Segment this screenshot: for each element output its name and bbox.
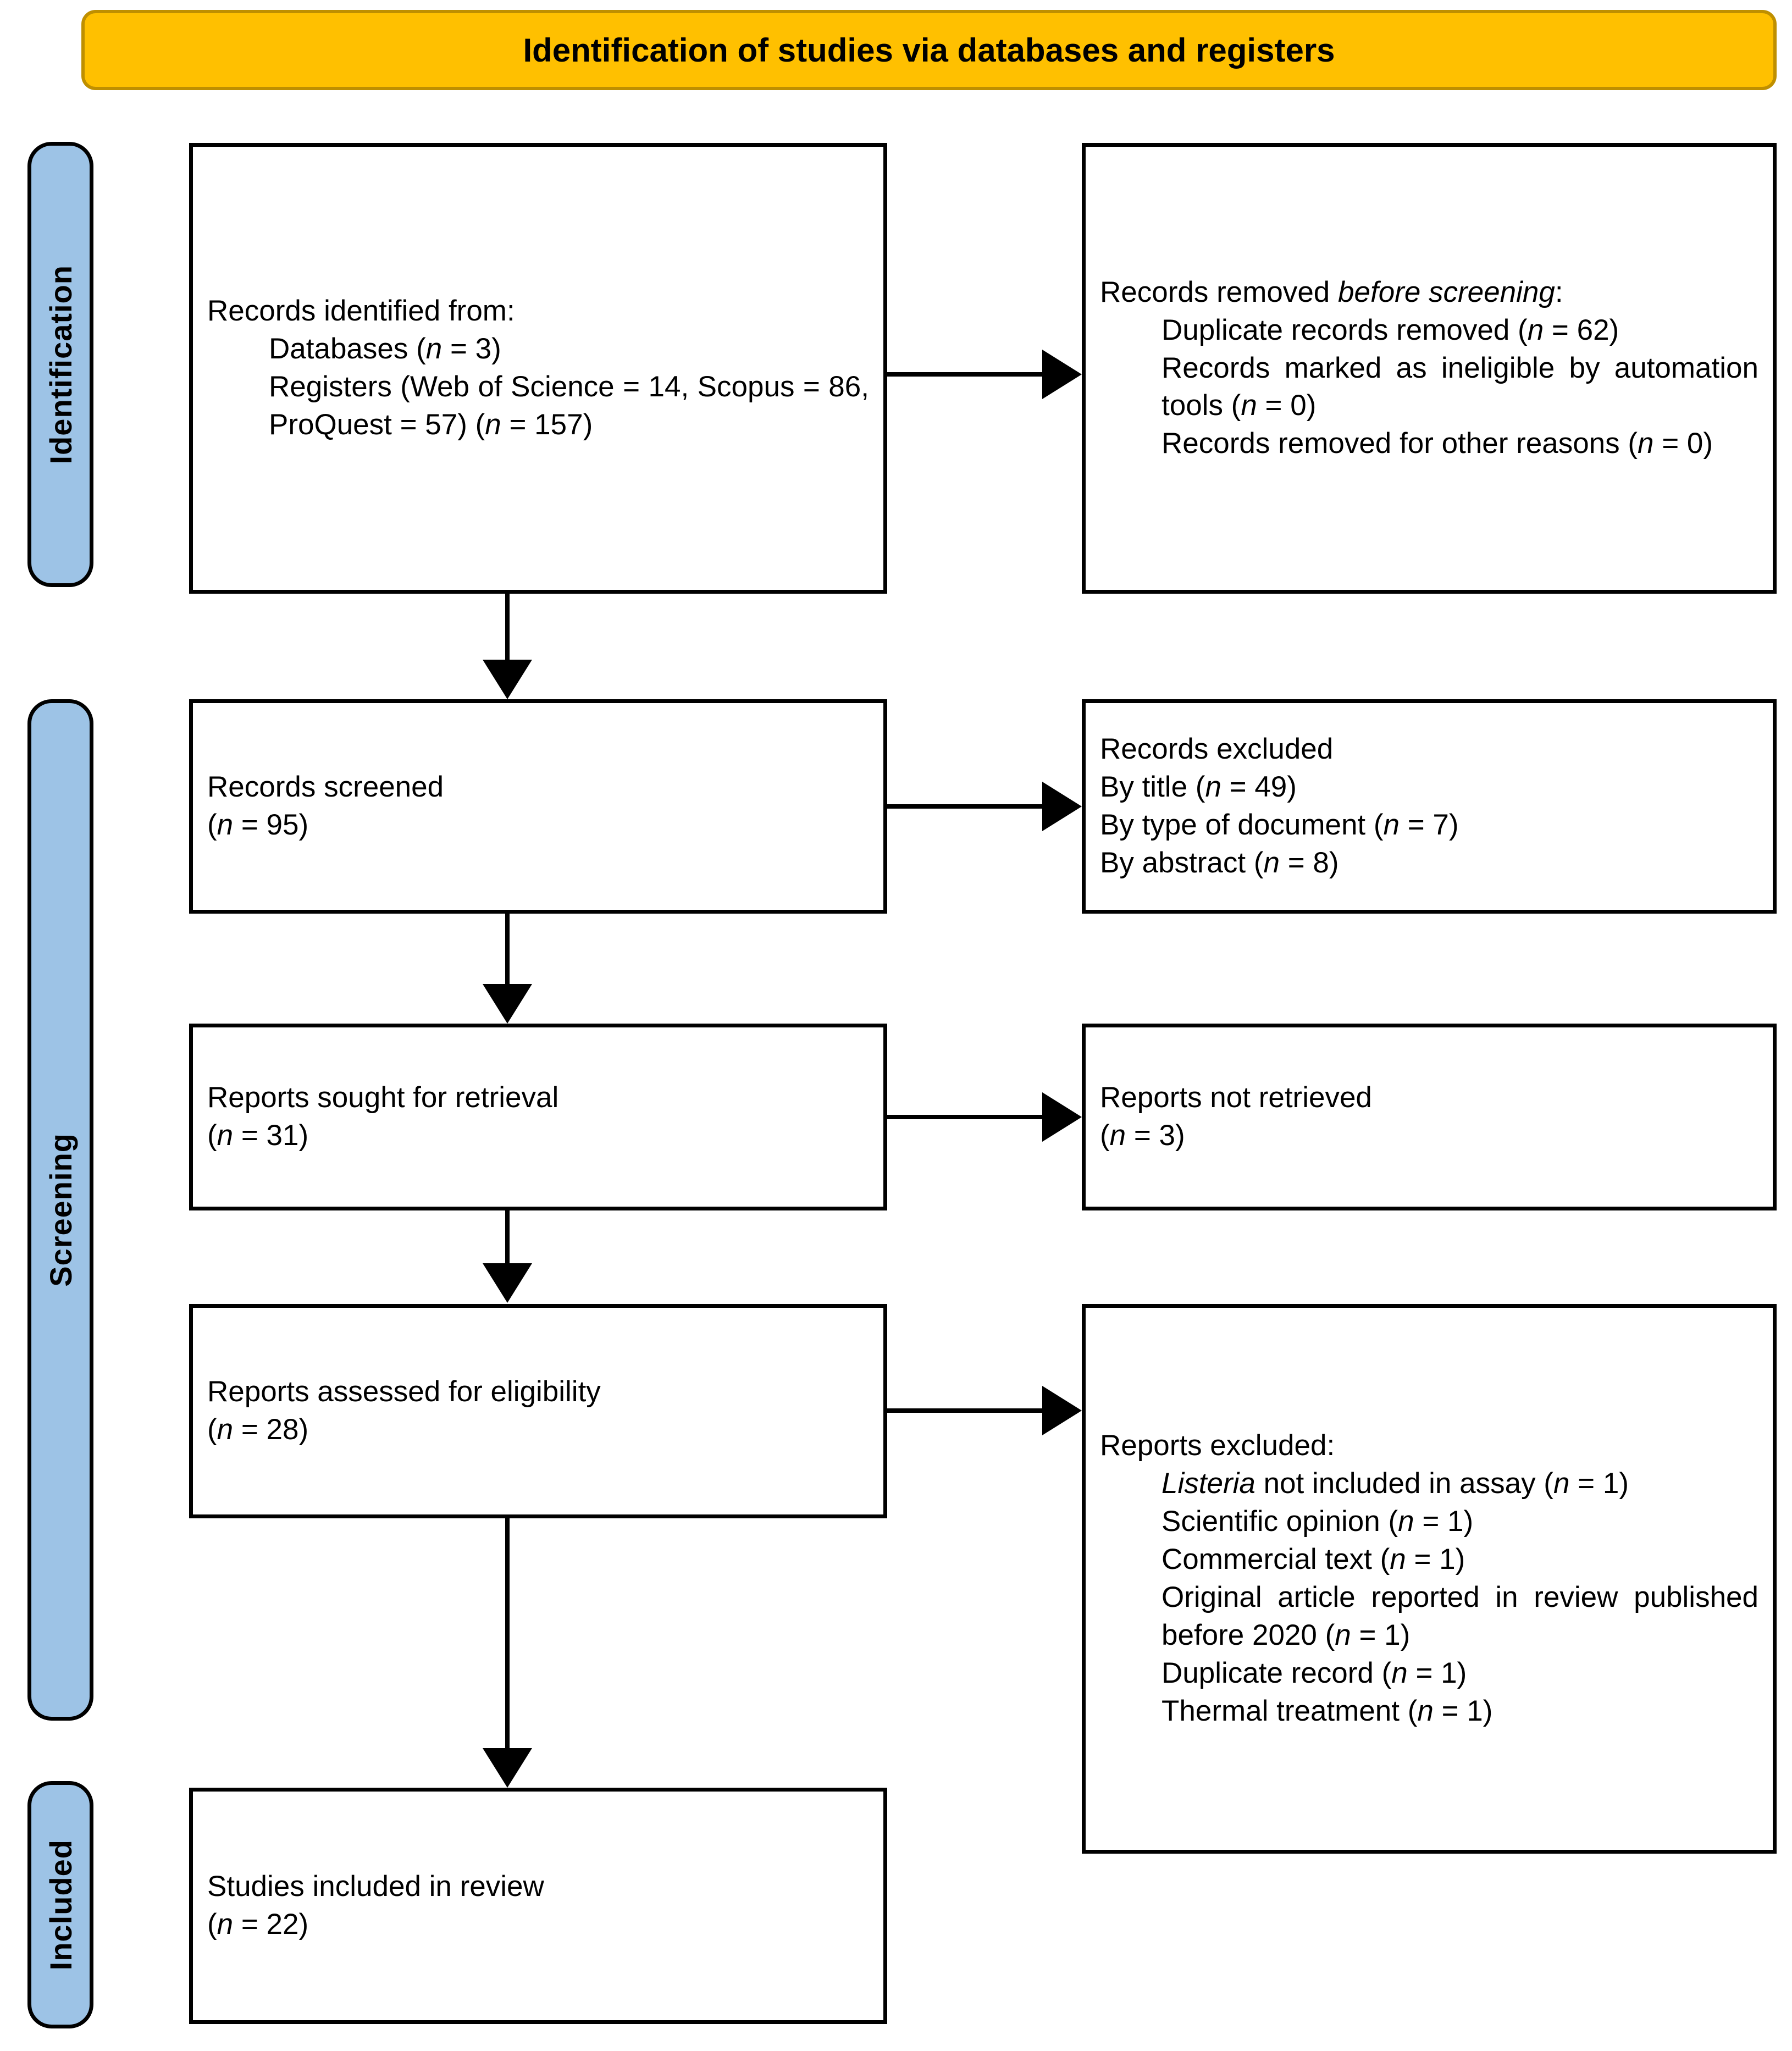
- box-reports-assessed-for-eligibility: Reports assessed for eligibility (n = 28…: [189, 1304, 887, 1518]
- box-records-excluded: Records excluded By title (n = 49) By ty…: [1082, 699, 1777, 914]
- connector-assessed-to-excluded-arrowhead: [1042, 1386, 1082, 1435]
- connector-identified-to-removed-arrowhead: [1042, 350, 1082, 399]
- box-records-screened-content: Records screened (n = 95): [193, 769, 883, 844]
- records-removed-line2: Duplicate records removed (n = 62): [1162, 313, 1619, 346]
- box-records-excluded-content: Records excluded By title (n = 49) By ty…: [1086, 731, 1773, 882]
- reports-excluded-line7: Thermal treatment (n = 1): [1162, 1694, 1493, 1727]
- stage-label-screening: Screening: [27, 699, 93, 1721]
- connector-identified-to-removed-line: [887, 372, 1058, 377]
- reports-excluded-line1: Reports excluded:: [1100, 1429, 1335, 1462]
- stage-label-identification-text: Identification: [43, 264, 78, 465]
- connector-identified-to-screened-arrowhead: [483, 660, 532, 699]
- diagram-header-banner: Identification of studies via databases …: [81, 10, 1777, 90]
- studies-included-line1: Studies included in review: [207, 1870, 544, 1903]
- connector-screened-to-excluded-arrowhead: [1042, 782, 1082, 831]
- box-reports-excluded-content: Reports excluded: Listeria not included …: [1086, 1427, 1773, 1730]
- connector-screened-to-sought-line: [505, 914, 510, 996]
- reports-assessed-line1: Reports assessed for eligibility: [207, 1375, 601, 1408]
- stage-label-screening-text: Screening: [43, 1133, 78, 1287]
- stage-label-identification: Identification: [27, 142, 93, 587]
- reports-excluded-line2: Listeria not included in assay (n = 1): [1162, 1467, 1629, 1500]
- reports-not-retrieved-line1: Reports not retrieved: [1100, 1081, 1372, 1114]
- connector-sought-to-not-retrieved-line: [887, 1115, 1058, 1119]
- box-reports-not-retrieved-content: Reports not retrieved (n = 3): [1086, 1079, 1773, 1155]
- records-screened-line2: (n = 95): [207, 809, 309, 841]
- connector-assessed-to-included-arrowhead: [483, 1748, 532, 1788]
- box-records-removed-before-screening: Records removed before screening: Duplic…: [1082, 143, 1777, 594]
- records-identified-line1: Records identified from:: [207, 295, 515, 328]
- connector-screened-to-sought-arrowhead: [483, 984, 532, 1024]
- records-excluded-line4: By abstract (n = 8): [1100, 846, 1339, 879]
- connector-sought-to-assessed-line: [505, 1210, 510, 1293]
- reports-excluded-line4: Commercial text (n = 1): [1162, 1543, 1465, 1576]
- studies-included-line2: (n = 22): [207, 1908, 309, 1941]
- box-records-identified: Records identified from: Databases (n = …: [189, 143, 887, 594]
- box-reports-excluded: Reports excluded: Listeria not included …: [1082, 1304, 1777, 1854]
- records-excluded-line2: By title (n = 49): [1100, 771, 1297, 804]
- connector-screened-to-excluded-line: [887, 804, 1058, 809]
- banner-title: Identification of studies via databases …: [523, 31, 1335, 69]
- reports-sought-line1: Reports sought for retrieval: [207, 1081, 559, 1114]
- connector-sought-to-not-retrieved-arrowhead: [1042, 1092, 1082, 1142]
- reports-excluded-line5: Original article reported in review publ…: [1162, 1581, 1758, 1651]
- box-studies-included-in-review: Studies included in review (n = 22): [189, 1788, 887, 2024]
- reports-excluded-line6: Duplicate record (n = 1): [1162, 1656, 1467, 1689]
- reports-assessed-line2: (n = 28): [207, 1413, 309, 1446]
- reports-not-retrieved-line2: (n = 3): [1100, 1119, 1185, 1152]
- records-identified-line3: Registers (Web of Science = 14, Scopus =…: [269, 371, 869, 441]
- box-reports-not-retrieved: Reports not retrieved (n = 3): [1082, 1024, 1777, 1210]
- records-identified-line2: Databases (n = 3): [269, 333, 501, 366]
- connector-identified-to-screened-line: [505, 594, 510, 676]
- records-removed-line4: Records removed for other reasons (n = 0…: [1162, 427, 1713, 460]
- records-removed-line3: Records marked as ineligible by automati…: [1162, 351, 1758, 422]
- records-removed-heading: Records removed before screening:: [1100, 275, 1563, 308]
- connector-assessed-to-included-line: [505, 1518, 510, 1755]
- box-reports-assessed-content: Reports assessed for eligibility (n = 28…: [193, 1373, 883, 1449]
- box-studies-included-content: Studies included in review (n = 22): [193, 1868, 883, 1944]
- reports-sought-line2: (n = 31): [207, 1119, 309, 1152]
- box-records-removed-content: Records removed before screening: Duplic…: [1086, 274, 1773, 463]
- records-excluded-line3: By type of document (n = 7): [1100, 809, 1459, 841]
- stage-label-included: Included: [27, 1781, 93, 2028]
- box-records-identified-content: Records identified from: Databases (n = …: [193, 292, 883, 444]
- stage-label-included-text: Included: [43, 1839, 78, 1971]
- reports-excluded-line3: Scientific opinion (n = 1): [1162, 1505, 1474, 1538]
- box-records-screened: Records screened (n = 95): [189, 699, 887, 914]
- box-reports-sought-for-retrieval: Reports sought for retrieval (n = 31): [189, 1024, 887, 1210]
- records-excluded-line1: Records excluded: [1100, 733, 1334, 766]
- box-reports-sought-content: Reports sought for retrieval (n = 31): [193, 1079, 883, 1155]
- records-screened-line1: Records screened: [207, 771, 444, 804]
- connector-assessed-to-excluded-line: [887, 1408, 1058, 1413]
- connector-sought-to-assessed-arrowhead: [483, 1263, 532, 1303]
